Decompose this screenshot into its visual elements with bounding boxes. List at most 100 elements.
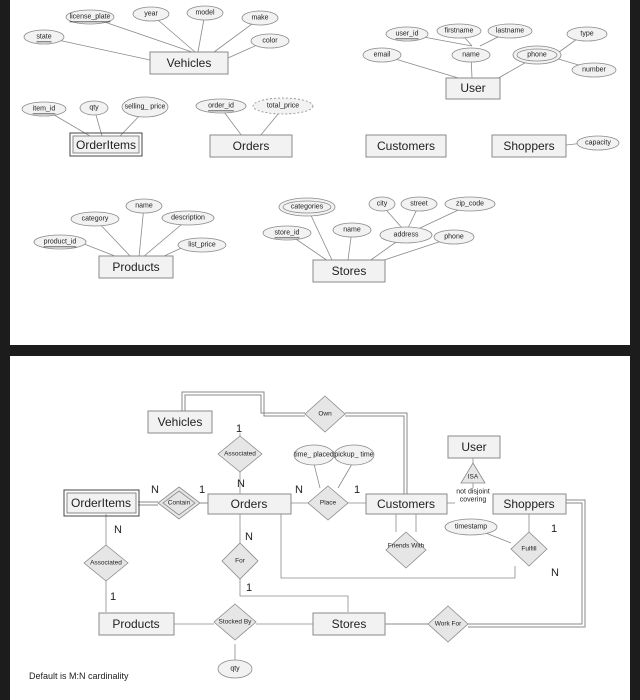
attr-user-phone-label: phone bbox=[527, 52, 547, 59]
rel-entity-shoppers: Shoppers bbox=[492, 493, 567, 515]
attr-store-phone-label: phone bbox=[444, 234, 464, 241]
rel-entity-orders-label: Orders bbox=[231, 497, 268, 511]
rel-work-for: Work For bbox=[427, 605, 469, 643]
attr-store-name-label: name bbox=[343, 227, 361, 234]
entity-orders-label: Orders bbox=[233, 139, 270, 153]
attr-year: year bbox=[132, 6, 170, 22]
entity-stores: Stores bbox=[312, 259, 386, 283]
attr-number-label: number bbox=[582, 67, 606, 74]
attr-user-name: name bbox=[451, 47, 491, 63]
rel-place: Place bbox=[307, 485, 349, 521]
attr-number: number bbox=[571, 62, 617, 78]
attr-pickup-time-label: pickup_ time bbox=[334, 452, 373, 459]
attr-description-label: description bbox=[171, 215, 205, 222]
entity-user-label: User bbox=[460, 81, 485, 95]
card-orders-associated: N bbox=[237, 478, 245, 490]
attr-email-label: email bbox=[374, 52, 391, 59]
entity-shoppers-label: Shoppers bbox=[503, 139, 554, 153]
attr-store-name: name bbox=[332, 222, 372, 238]
rel-entity-customers-label: Customers bbox=[377, 497, 435, 511]
entity-shoppers: Shoppers bbox=[491, 134, 567, 158]
rel-entity-orderitems-label: OrderItems bbox=[71, 496, 131, 510]
rel-contain: Contain bbox=[157, 486, 201, 520]
attr-make-label: make bbox=[251, 15, 268, 22]
attr-orderitem-qty-label: qty bbox=[89, 105, 99, 112]
attr-product-id: product_id bbox=[33, 234, 87, 250]
attr-address: address bbox=[379, 226, 433, 244]
entity-orderitems: OrderItems bbox=[69, 132, 143, 157]
card-orders-place: N bbox=[295, 484, 303, 496]
attr-type: type bbox=[566, 26, 608, 42]
attr-item-id: item_id bbox=[21, 101, 67, 117]
attr-year-label: year bbox=[144, 11, 158, 18]
rel-fulfill: Fulfill bbox=[510, 531, 548, 567]
entity-orderitems-label: OrderItems bbox=[76, 138, 136, 152]
attr-list-price: list_price bbox=[177, 237, 227, 253]
rel-associated-vehicle-order-label: Associated bbox=[224, 451, 256, 458]
card-orders-for: N bbox=[245, 531, 253, 543]
attr-time-placed: time_ placed bbox=[293, 444, 335, 466]
entity-vehicles: Vehicles bbox=[149, 51, 229, 75]
attr-capacity: capacity bbox=[576, 135, 620, 151]
attr-orderitem-qty: qty bbox=[79, 100, 109, 116]
attr-description: description bbox=[161, 210, 215, 226]
attr-lastname: lastname bbox=[487, 23, 533, 39]
rel-place-label: Place bbox=[320, 500, 337, 507]
rel-stocked-by-label: Stocked By bbox=[219, 619, 253, 626]
rel-entity-orders: Orders bbox=[207, 493, 292, 515]
rel-entity-user: User bbox=[447, 435, 501, 459]
attr-pickup-time: pickup_ time bbox=[333, 444, 375, 466]
attr-firstname: firstname bbox=[436, 23, 482, 39]
attr-product-id-label: product_id bbox=[44, 239, 77, 246]
attr-zip-code-label: zip_code bbox=[456, 201, 484, 208]
attr-stocked-qty-label: qty bbox=[230, 666, 240, 673]
rel-associated-orderitem-product-label: Associated bbox=[90, 560, 122, 567]
attr-type-label: type bbox=[580, 31, 593, 38]
attr-stocked-qty: qty bbox=[217, 659, 253, 679]
attr-license-plate: license_plate bbox=[65, 9, 115, 25]
entity-customers: Customers bbox=[365, 134, 447, 158]
rel-stocked-by: Stocked By bbox=[213, 603, 257, 641]
entity-customers-label: Customers bbox=[377, 139, 435, 153]
attr-user-id: user_id bbox=[385, 26, 429, 42]
card-place-customers: 1 bbox=[354, 484, 360, 496]
attr-categories-label: categories bbox=[291, 204, 324, 211]
attr-street-label: street bbox=[410, 201, 428, 208]
attr-store-phone: phone bbox=[433, 229, 475, 245]
rel-entity-customers: Customers bbox=[365, 493, 448, 515]
attr-firstname-label: firstname bbox=[445, 28, 474, 35]
rel-entity-vehicles-label: Vehicles bbox=[158, 415, 203, 429]
attr-street: street bbox=[400, 196, 438, 212]
attr-model: model bbox=[186, 5, 224, 21]
rel-friends-with-label: Friends With bbox=[388, 543, 425, 550]
card-vehicles-associated: 1 bbox=[236, 423, 242, 435]
attr-address-label: address bbox=[394, 232, 419, 239]
rel-friends-with: Friends With bbox=[385, 531, 427, 569]
attr-state-label: state bbox=[36, 34, 51, 41]
card-for-stores: 1 bbox=[246, 582, 252, 594]
attr-user-phone: phone bbox=[512, 45, 562, 65]
rel-entity-stores: Stores bbox=[312, 612, 386, 636]
rel-associated-vehicle-order: Associated bbox=[217, 435, 263, 473]
rel-entity-products-label: Products bbox=[112, 617, 159, 631]
attr-email: email bbox=[362, 47, 402, 63]
attr-city-label: city bbox=[377, 201, 388, 208]
attr-color-label: color bbox=[262, 38, 278, 45]
attr-timestamp: timestamp bbox=[444, 518, 498, 536]
rel-entity-products: Products bbox=[98, 612, 175, 636]
attr-time-placed-label: time_ placed bbox=[294, 452, 334, 459]
attr-zip-code: zip_code bbox=[444, 196, 496, 212]
attr-license-plate-label: license_plate bbox=[70, 14, 111, 21]
rel-associated-orderitem-product: Associated bbox=[83, 544, 129, 582]
attr-lastname-label: lastname bbox=[496, 28, 525, 35]
attr-total-price: total_price bbox=[252, 97, 314, 115]
attr-make: make bbox=[241, 10, 279, 26]
rel-fulfill-label: Fulfill bbox=[521, 546, 537, 553]
rel-own-label: Own bbox=[318, 411, 332, 418]
rel-contain-label: Contain bbox=[168, 500, 191, 507]
attr-list-price-label: list_price bbox=[188, 242, 216, 249]
rel-entity-vehicles: Vehicles bbox=[147, 410, 213, 434]
attr-store-id-label: store_id bbox=[275, 230, 300, 237]
card-fulfill-orders: N bbox=[551, 567, 559, 579]
